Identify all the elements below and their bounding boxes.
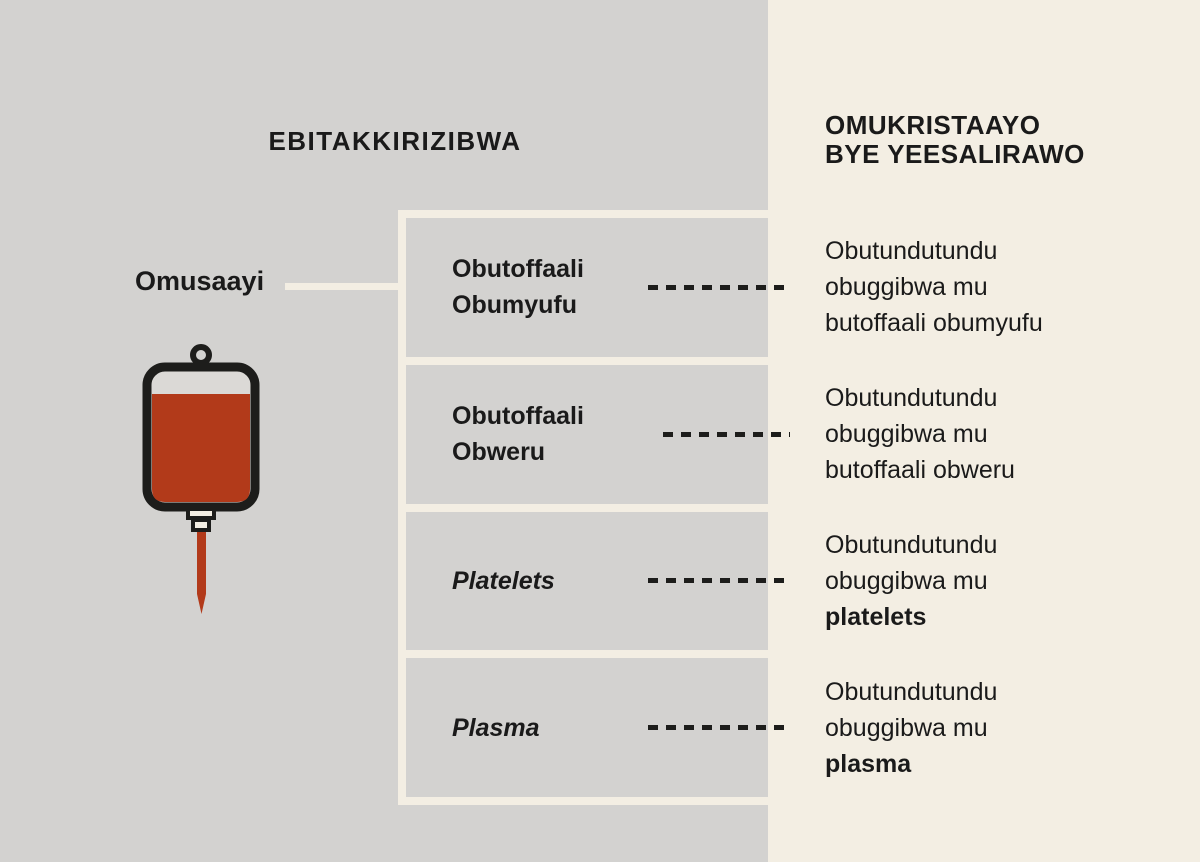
- fraction-text: Obutundutundu obuggibwa mu platelets: [825, 530, 998, 631]
- bag-blood-fill: [152, 394, 250, 502]
- table-row-red-cells: Obutoffaali Obumyufu Obutundutundu obugg…: [406, 218, 1200, 357]
- blood-bag-icon: [142, 344, 260, 614]
- bag-port-tip: [191, 518, 211, 532]
- right-background-panel: [768, 0, 1200, 862]
- header-decide-line2: BYE YEESALIRAWO: [825, 139, 1085, 169]
- component-label: Plasma: [452, 713, 540, 742]
- fraction-text: Obutundutundu obuggibwa mu butoffaali ob…: [825, 237, 1043, 338]
- bag-tube: [197, 532, 206, 614]
- label-to-table-connector-line: [285, 283, 400, 290]
- component-label: Obutoffaali Obumyufu: [452, 255, 584, 320]
- dashed-connector: [663, 431, 790, 437]
- dashed-connector: [648, 725, 790, 731]
- row-divider: [406, 503, 1200, 512]
- fraction-text: Obutundutundu obuggibwa mu butoffaali ob…: [825, 384, 1015, 485]
- blood-label: Omusaayi: [135, 266, 265, 296]
- header-decide-line1: OMUKRISTAAYO: [825, 110, 1041, 140]
- component-label: Obutoffaali Obweru: [452, 402, 584, 467]
- bag-port-flange: [186, 507, 216, 520]
- table-row-platelets: Platelets Obutundutundu obuggibwa mu pla…: [406, 512, 1200, 651]
- row-divider: [406, 356, 1200, 365]
- column-header-decide: OMUKRISTAAYO BYE YEESALIRAWO: [825, 111, 1085, 169]
- row-divider: [406, 650, 1200, 659]
- component-label: Platelets: [452, 566, 555, 595]
- bag-hanger-ring: [190, 344, 212, 366]
- table-row-plasma: Plasma Obutundutundu obuggibwa mu plasma: [406, 658, 1200, 797]
- fraction-text: Obutundutundu obuggibwa mu plasma: [825, 677, 998, 778]
- dashed-connector: [648, 284, 790, 290]
- components-table: Obutoffaali Obumyufu Obutundutundu obugg…: [398, 210, 1200, 805]
- column-header-prohibited: EBITAKKIRIZIBWA: [268, 126, 522, 156]
- table-row-white-cells: Obutoffaali Obweru Obutundutundu obuggib…: [406, 365, 1200, 504]
- dashed-connector: [648, 578, 790, 584]
